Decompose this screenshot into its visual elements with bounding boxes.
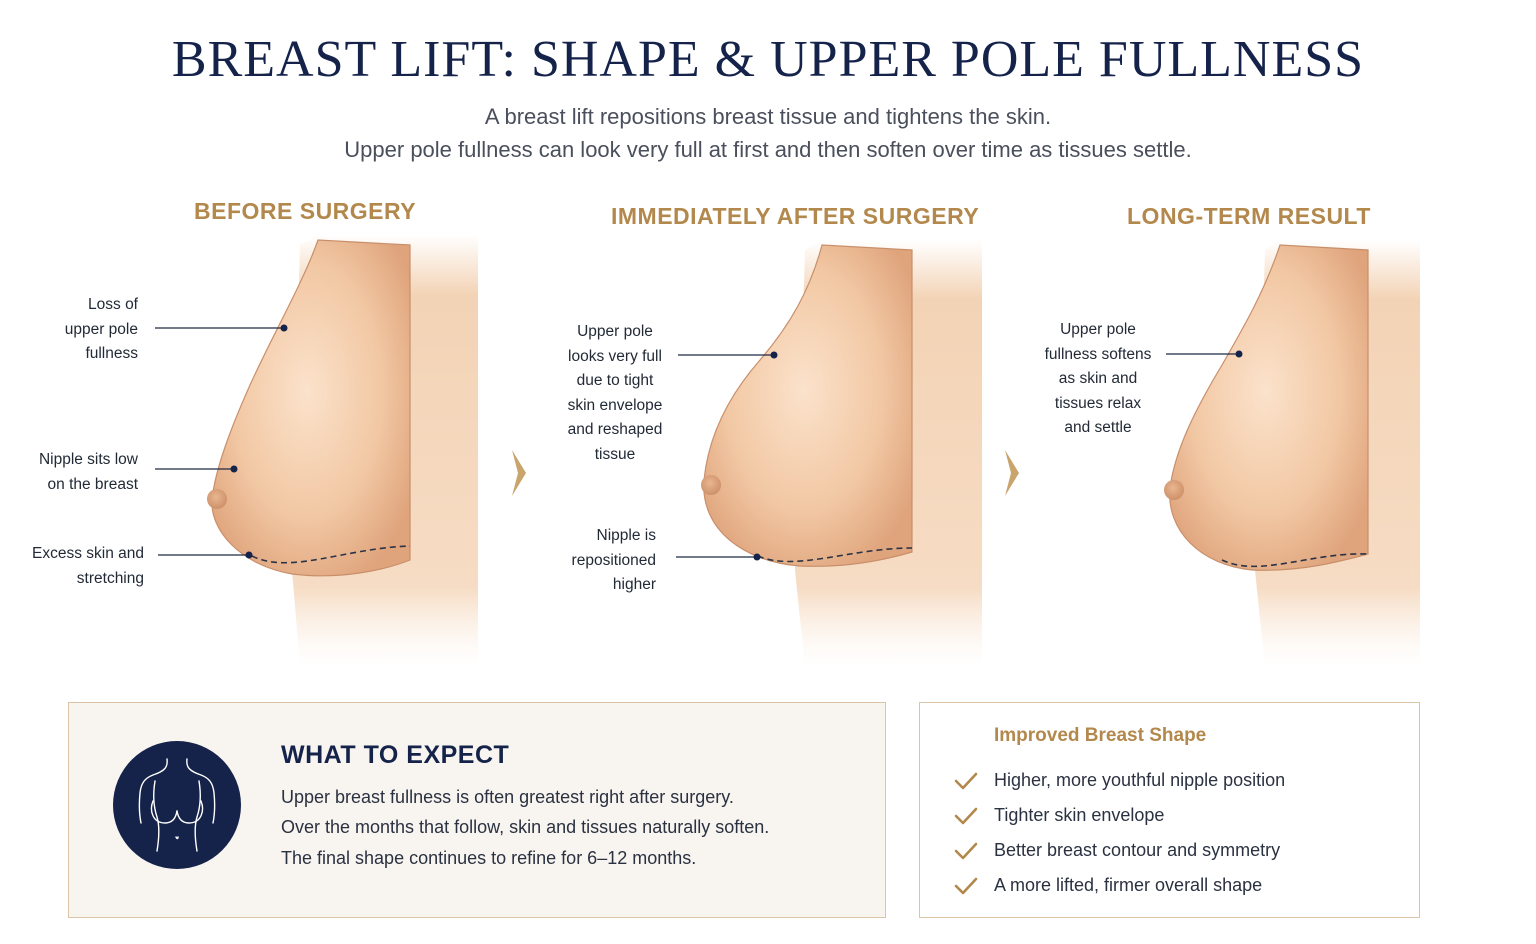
- long-term-figure: [1164, 240, 1420, 665]
- panel-title-before: BEFORE SURGERY: [194, 198, 417, 224]
- checkmark-icon: [954, 772, 978, 789]
- improved-shape-box: Improved Breast Shape Higher, more youth…: [919, 702, 1420, 918]
- after-surgery-figure: [676, 240, 982, 665]
- annotation-upper-pole-loss: Loss of upper pole fullness: [64, 296, 138, 362]
- before-incision-line: [251, 545, 411, 564]
- before-surgery-figure: [155, 235, 478, 665]
- what-to-expect-title: WHAT TO EXPECT: [281, 741, 510, 769]
- long-term-incision-line: [1221, 553, 1369, 568]
- page-title: BREAST LIFT: SHAPE & UPPER POLE FULLNESS: [171, 31, 1365, 88]
- improved-shape-title: Improved Breast Shape: [994, 725, 1207, 746]
- long-term-breast: [1169, 244, 1369, 571]
- benefit-item: A more lifted, firmer overall shape: [954, 868, 1285, 903]
- after-nipple: [701, 475, 721, 495]
- checkmark-icon: [954, 807, 978, 824]
- annotation-nipple-repositioned: Nipple is repositioned higher: [571, 527, 656, 593]
- chevron-right-icon-2: [1005, 450, 1019, 496]
- benefit-item: Better breast contour and symmetry: [954, 833, 1285, 868]
- what-to-expect-box: WHAT TO EXPECT Upper breast fullness is …: [68, 702, 886, 918]
- chevron-right-icon: [512, 450, 526, 496]
- panel-title-after: IMMEDIATELY AFTER SURGERY: [611, 203, 980, 229]
- benefit-item: Higher, more youthful nipple position: [954, 763, 1285, 798]
- expect-line-3: The final shape continues to refine for …: [281, 848, 697, 868]
- torso-outline-icon: [113, 741, 241, 869]
- breast-illustrations: [155, 235, 1420, 665]
- checkmark-icon: [954, 877, 978, 894]
- annotation-excess-skin: Excess skin and stretching: [32, 545, 144, 587]
- checkmark-icon: [954, 842, 978, 859]
- after-breast: [703, 244, 913, 567]
- annotation-upper-pole-full: Upper pole looks very full due to tight …: [567, 323, 663, 463]
- subtitle-line-2: Upper pole fullness can look very full a…: [344, 137, 1192, 162]
- before-breast: [211, 239, 411, 577]
- benefit-list: Higher, more youthful nipple position Ti…: [954, 763, 1285, 903]
- expect-line-1: Upper breast fullness is often greatest …: [281, 787, 734, 807]
- panel-title-long-term: LONG-TERM RESULT: [1127, 203, 1371, 229]
- subtitle-line-1: A breast lift repositions breast tissue …: [484, 104, 1052, 129]
- annotation-fullness-softens: Upper pole fullness softens as skin and …: [1044, 321, 1152, 436]
- expect-line-2: Over the months that follow, skin and ti…: [281, 817, 770, 837]
- benefit-item: Tighter skin envelope: [954, 798, 1285, 833]
- before-nipple: [207, 489, 227, 509]
- annotation-nipple-low: Nipple sits low on the breast: [38, 451, 138, 493]
- after-incision-line: [757, 547, 913, 563]
- long-term-nipple: [1164, 480, 1184, 500]
